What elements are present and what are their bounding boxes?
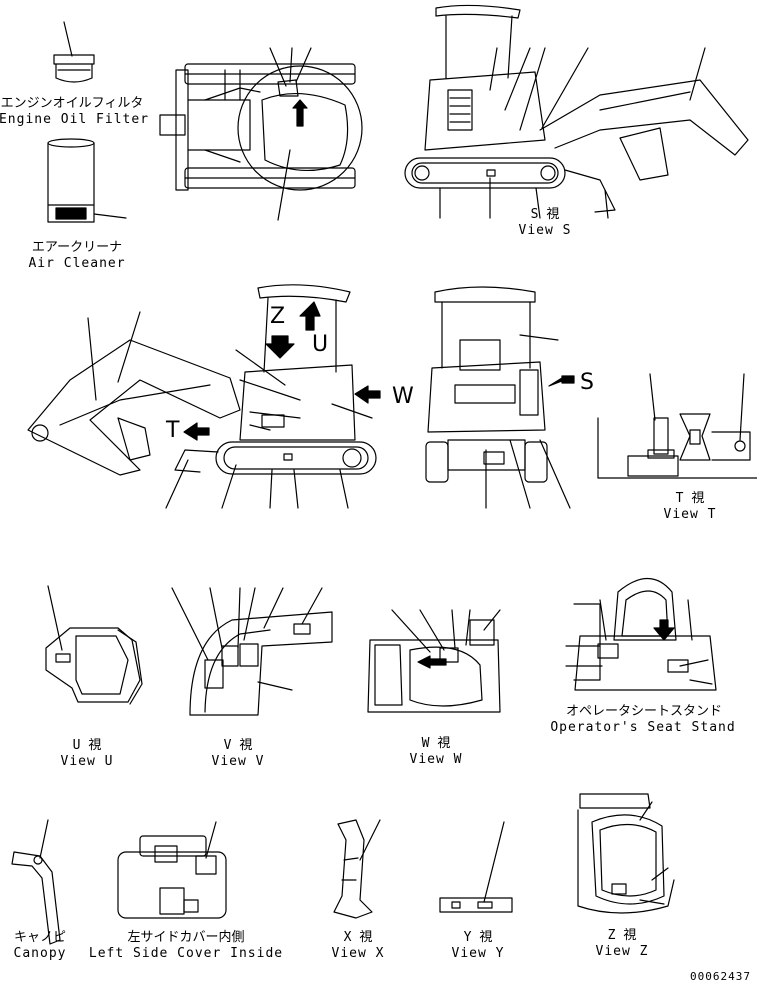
top-view-drawing <box>160 48 362 220</box>
view-x-label-jp: X 視 <box>343 930 373 945</box>
view-u-label-jp: U 視 <box>72 738 102 753</box>
view-v-drawing <box>172 588 332 715</box>
view-w-drawing <box>368 610 500 712</box>
engine-oil-filter-label-en: Engine Oil Filter <box>0 112 150 127</box>
operator-seat-stand-drawing <box>566 579 716 691</box>
view-v-label-en: View V <box>211 754 265 769</box>
left-side-cover-label-jp: 左サイドカバー内側 <box>127 930 245 945</box>
engine-oil-filter-label-jp: エンジンオイルフィルタ <box>0 96 144 111</box>
air-cleaner-drawing <box>48 139 126 222</box>
left-side-cover-label-en: Left Side Cover Inside <box>88 946 284 961</box>
view-y-label-en: View Y <box>451 946 505 961</box>
view-w-label-jp: W 視 <box>421 736 451 751</box>
operator-seat-stand-label-jp: オペレータシートスタンド <box>565 704 723 719</box>
view-x-label-en: View X <box>331 946 385 961</box>
view-u-label-en: View U <box>60 754 114 769</box>
document-number: 00062437 <box>690 970 751 983</box>
left-side-cover-drawing <box>118 822 226 918</box>
canopy-label-en: Canopy <box>13 946 67 961</box>
view-s-label-jp: S 視 <box>530 207 560 222</box>
operator-seat-stand-label-en: Operator's Seat Stand <box>550 720 736 735</box>
canopy-drawing <box>12 820 60 944</box>
canopy-label-jp: キャノピ <box>13 930 67 945</box>
view-w-label-en: View W <box>409 752 463 767</box>
view-z-drawing <box>578 794 674 913</box>
rear-view-drawing <box>426 287 574 508</box>
view-x-drawing <box>334 820 380 918</box>
engine-oil-filter-drawing <box>54 22 94 82</box>
view-u-drawing <box>46 586 142 704</box>
view-arrow-t-letter: T <box>166 418 180 443</box>
view-y-label-jp: Y 視 <box>463 930 493 945</box>
view-arrow-z-letter: Z <box>270 304 286 329</box>
air-cleaner-label-en: Air Cleaner <box>28 256 126 271</box>
side-view-drawing <box>405 5 748 218</box>
view-z-label-jp: Z 視 <box>607 928 637 943</box>
view-arrow-s-letter: S <box>580 370 594 395</box>
view-s-label-en: View S <box>518 223 572 238</box>
view-arrow-u-letter: U <box>312 332 329 357</box>
view-t-label-jp: T 視 <box>675 491 705 506</box>
view-v-label-jp: V 視 <box>223 738 253 753</box>
view-y-drawing <box>440 822 512 912</box>
air-cleaner-label-jp: エアークリーナ <box>31 240 123 255</box>
view-t-label-en: View T <box>663 507 717 522</box>
view-arrow-w-letter: W <box>392 384 414 409</box>
view-z-label-en: View Z <box>595 944 649 959</box>
left-side-view-drawing <box>28 285 380 508</box>
view-t-drawing <box>598 374 757 478</box>
